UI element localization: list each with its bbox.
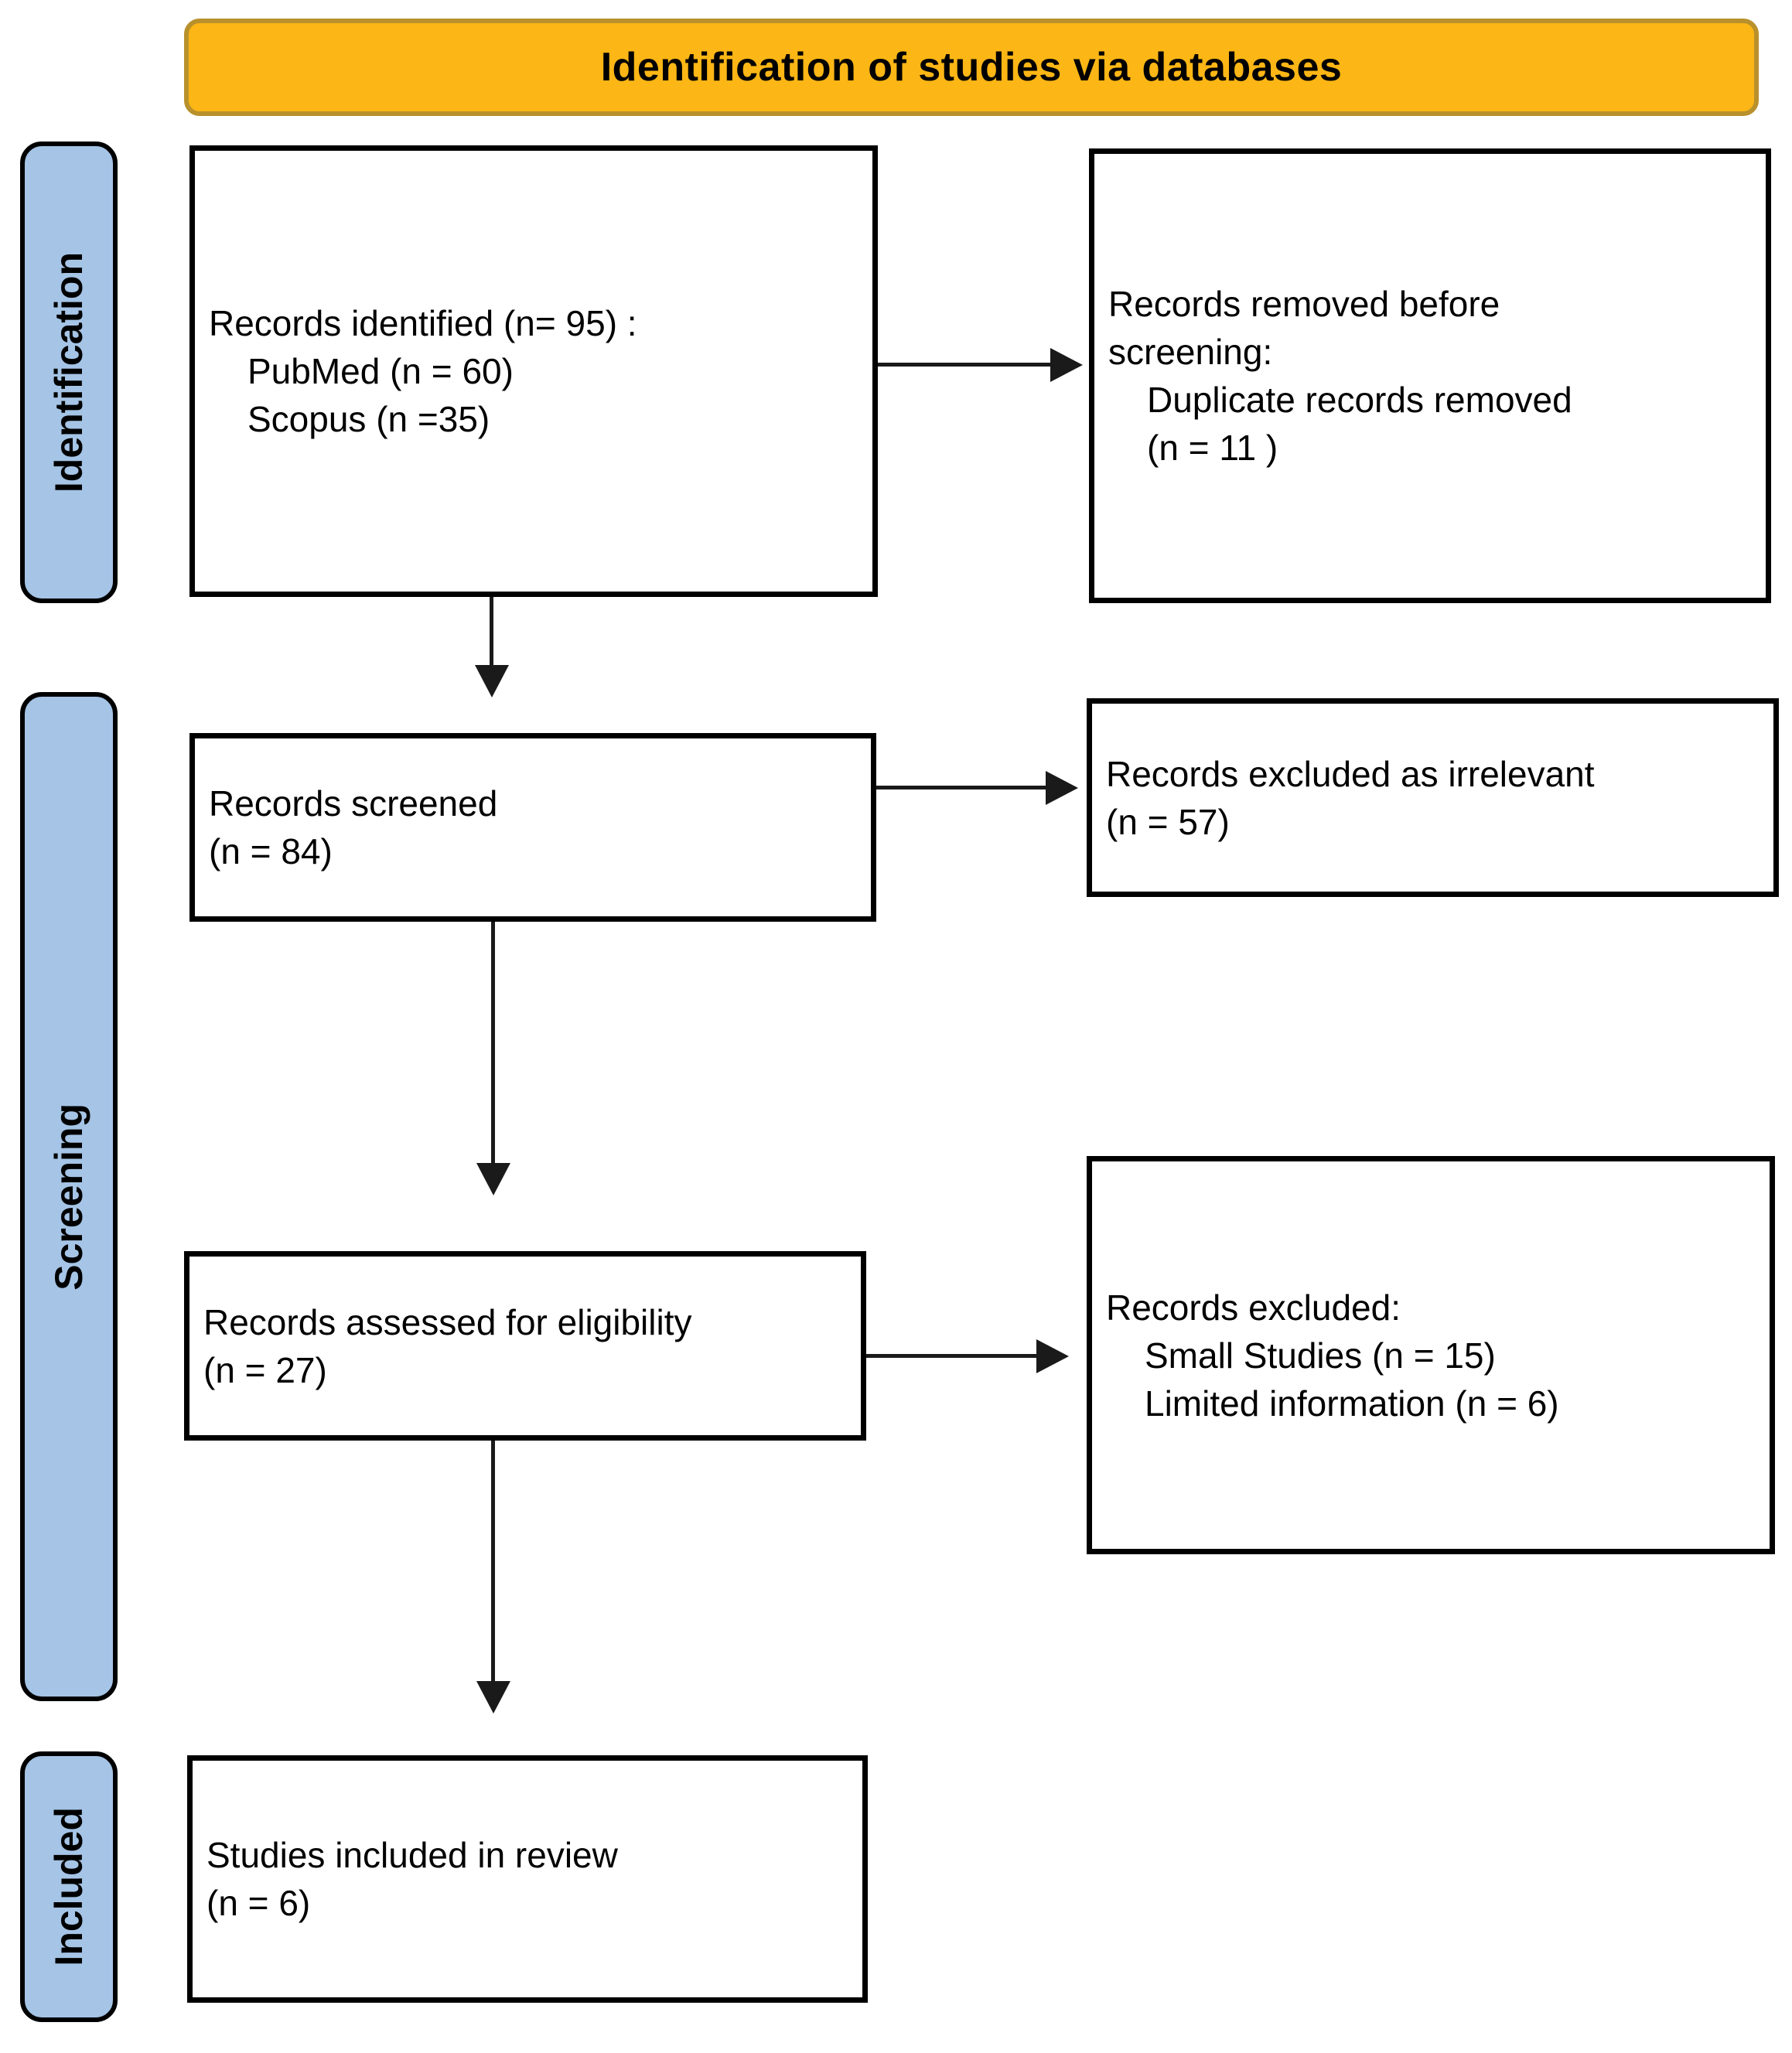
box-line: (n = 27)	[203, 1349, 327, 1390]
stage-bar-included: Included	[20, 1751, 118, 2022]
arrow-head-screened-to-excluded	[1046, 771, 1078, 805]
stage-bar-identification: Identification	[20, 142, 118, 603]
box-line: Studies included in review	[207, 1835, 618, 1875]
box-line: (n = 6)	[207, 1883, 311, 1923]
arrow-line-identified-to-screened	[490, 597, 493, 667]
box-records-removed-before-screening: Records removed before screening: Duplic…	[1089, 148, 1771, 603]
arrow-head-screened-to-assessed	[476, 1163, 510, 1195]
box-line: (n = 57)	[1106, 801, 1230, 842]
arrow-line-screened-to-assessed	[491, 922, 495, 1165]
box-line: (n = 11 )	[1147, 428, 1278, 468]
box-records-excluded-irrelevant: Records excluded as irrelevant (n = 57)	[1087, 698, 1779, 897]
arrow-head-assessed-to-included	[476, 1681, 510, 1714]
arrow-line-screened-to-excluded	[876, 786, 1047, 789]
stage-bar-screening: Screening	[20, 692, 118, 1701]
stage-label-included: Included	[47, 1807, 90, 1966]
arrow-line-identified-to-removed	[878, 363, 1051, 367]
stage-label-screening: Screening	[47, 1103, 90, 1291]
box-line: Records excluded:	[1106, 1287, 1401, 1328]
box-records-excluded-reasons: Records excluded: Small Studies (n = 15)…	[1087, 1156, 1775, 1554]
box-line: screening:	[1108, 332, 1273, 372]
banner-title: Identification of studies via databases	[600, 45, 1343, 90]
box-line: Limited information (n = 6)	[1145, 1383, 1559, 1424]
box-line: Duplicate records removed	[1147, 380, 1572, 420]
banner: Identification of studies via databases	[184, 19, 1759, 116]
box-line: Records identified (n= 95) :	[209, 303, 637, 343]
box-line: Small Studies (n = 15)	[1145, 1335, 1496, 1376]
box-line: Records removed before	[1108, 284, 1500, 324]
arrow-head-identified-to-screened	[475, 665, 509, 697]
box-line: Records assessed for eligibility	[203, 1301, 692, 1342]
box-line: Records screened	[209, 783, 498, 824]
stage-label-identification: Identification	[47, 251, 90, 493]
box-line: (n = 84)	[209, 831, 333, 871]
box-records-identified: Records identified (n= 95) : PubMed (n =…	[189, 145, 878, 597]
box-studies-included: Studies included in review (n = 6)	[187, 1755, 868, 2003]
box-records-assessed-eligibility: Records assessed for eligibility (n = 27…	[184, 1251, 866, 1441]
arrow-line-assessed-to-included	[491, 1441, 495, 1683]
box-records-screened: Records screened (n = 84)	[189, 733, 876, 922]
box-line: PubMed (n = 60)	[247, 351, 514, 391]
arrow-line-assessed-to-excluded	[866, 1354, 1037, 1358]
box-line: Scopus (n =35)	[247, 399, 490, 439]
arrow-head-identified-to-removed	[1050, 348, 1083, 382]
arrow-head-assessed-to-excluded	[1036, 1339, 1069, 1373]
box-line: Records excluded as irrelevant	[1106, 753, 1595, 794]
